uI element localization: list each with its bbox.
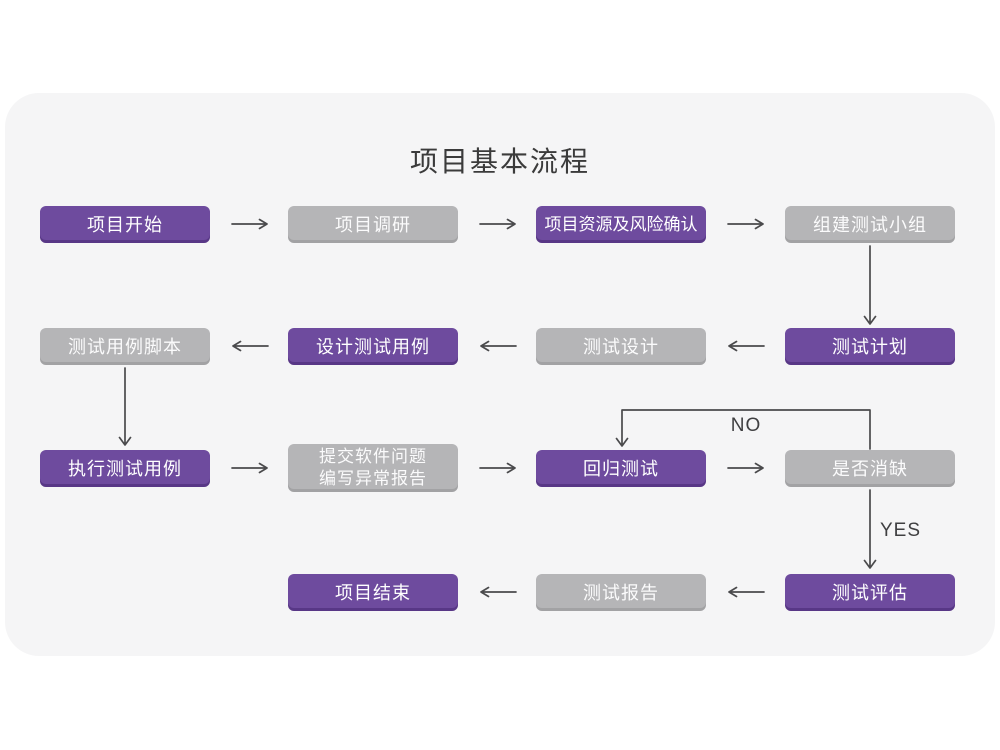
node-label-line2: 编写异常报告	[319, 469, 427, 488]
node-label: 测试计划	[832, 336, 908, 357]
node-label: 组建测试小组	[813, 214, 927, 235]
node-test-plan: 测试计划	[785, 328, 955, 365]
node-label-line1: 提交软件问题	[319, 447, 427, 466]
page-title: 项目基本流程	[409, 146, 590, 177]
flowchart-card	[5, 93, 995, 656]
node-label: 设计测试用例	[316, 336, 430, 357]
branch-label-no: NO	[730, 415, 762, 436]
node-project-end: 项目结束	[288, 574, 458, 611]
node-test-design: 测试设计	[536, 328, 706, 365]
node-execute-test-cases: 执行测试用例	[40, 450, 210, 487]
node-resource-risk-confirm: 项目资源及风险确认	[536, 206, 706, 243]
node-project-research: 项目调研	[288, 206, 458, 243]
node-label: 是否消缺	[832, 458, 908, 479]
node-label: 执行测试用例	[68, 458, 182, 479]
node-label: 测试用例脚本	[68, 336, 182, 357]
node-label: 项目资源及风险确认	[544, 214, 698, 234]
node-label: 项目调研	[335, 214, 411, 235]
node-label: 项目结束	[335, 582, 411, 603]
node-label: 测试评估	[832, 582, 908, 603]
node-label: 项目开始	[87, 214, 163, 235]
node-test-report: 测试报告	[536, 574, 706, 611]
node-label: 回归测试	[583, 458, 659, 479]
node-design-test-cases: 设计测试用例	[288, 328, 458, 365]
branch-label-yes: YES	[880, 520, 922, 541]
node-test-case-script: 测试用例脚本	[40, 328, 210, 365]
node-label: 测试设计	[583, 336, 659, 357]
node-regression-test: 回归测试	[536, 450, 706, 487]
node-label: 测试报告	[583, 582, 659, 603]
node-project-start: 项目开始	[40, 206, 210, 243]
node-build-test-team: 组建测试小组	[785, 206, 955, 243]
node-test-evaluation: 测试评估	[785, 574, 955, 611]
node-defect-resolved: 是否消缺	[785, 450, 955, 487]
node-submit-issue-report: 提交软件问题 编写异常报告	[288, 444, 458, 492]
